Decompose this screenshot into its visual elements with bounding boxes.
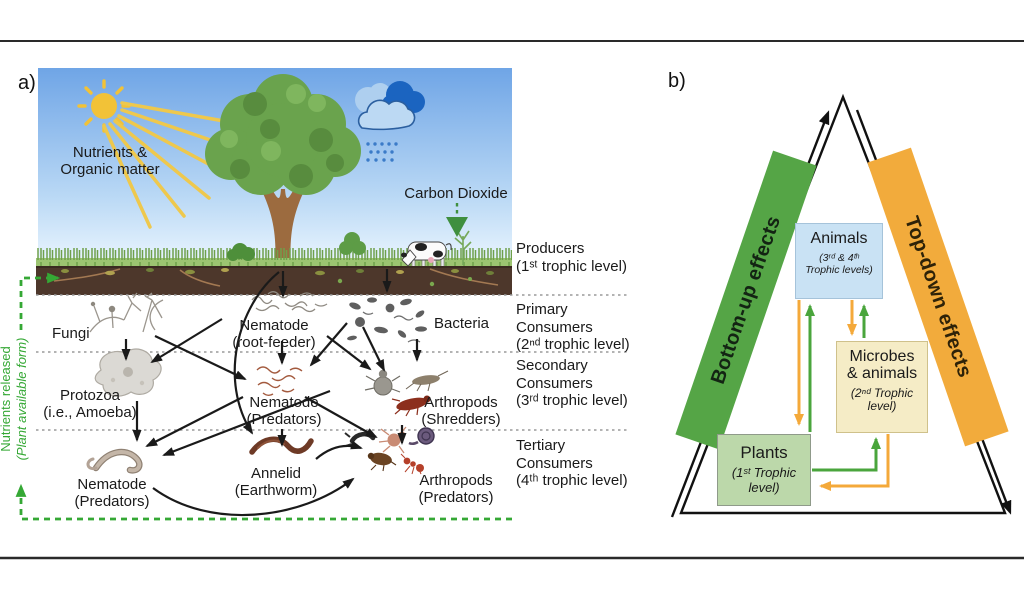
tree-icon <box>205 74 361 293</box>
plants-box-subtitle: (1ˢᵗ Trophic level) <box>731 464 797 495</box>
nutrients-released-line1: Nutrients released <box>0 346 13 452</box>
panel-a-label: a) <box>18 72 36 94</box>
shrub-icon <box>339 232 366 255</box>
arthropods-shredders-label: Arthropods (Shredders) <box>421 394 501 428</box>
pyramid-flow-arrows <box>794 300 890 491</box>
microbes-box: Microbes & animals (2ⁿᵈ Trophic level) <box>836 341 928 433</box>
springtail-icon <box>405 370 449 392</box>
nematode-predators-tertiary-icon <box>86 448 143 474</box>
carbon-dioxide-label: Carbon Dioxide <box>404 185 508 202</box>
snail-icon <box>408 427 435 446</box>
soil-strip <box>36 266 512 295</box>
fungi-icon <box>89 292 164 333</box>
grass-strip <box>36 230 512 268</box>
bush-icon <box>227 243 255 261</box>
trophic-level-3-label: Secondary Consumers (3ʳᵈ trophic level) <box>516 357 628 410</box>
plants-box: Plants (1ˢᵗ Trophic level) <box>717 434 811 506</box>
weed-icon <box>454 230 472 265</box>
nutrients-released-label: Nutrients released (Plant available form… <box>0 326 36 472</box>
animals-box: Animals (3ʳᵈ & 4ᵗʰ Trophic levels) <box>795 223 883 299</box>
plants-to-microbes-arrow <box>812 437 881 472</box>
nutrients-organic-matter-label: Nutrients & Organic matter <box>60 144 160 178</box>
trophic-level-4-label: Tertiary Consumers (4ᵗʰ trophic level) <box>516 437 628 490</box>
nematode-predators-tertiary-label: Nematode (Predators) <box>74 476 150 510</box>
ant-icon <box>400 453 424 475</box>
mite-icon <box>364 369 401 396</box>
microbes-to-plants-arrow <box>819 434 890 491</box>
trophic-level-2-label: Primary Consumers (2ⁿᵈ trophic level) <box>516 301 630 354</box>
shredder-beetle-icon <box>391 395 431 417</box>
animals-box-title: Animals <box>810 230 868 247</box>
arthropods-shredders-icon <box>364 369 449 417</box>
bacteria-label: Bacteria <box>434 315 490 332</box>
rain-icon <box>366 142 398 162</box>
animals-box-subtitle: (3ʳᵈ & 4ᵗʰ Trophic levels) <box>805 251 873 277</box>
annelid-earthworm-label: Annelid (Earthworm) <box>234 465 318 499</box>
nematode-predators-secondary-label: Nematode (Predators) <box>246 394 322 428</box>
plants-box-title: Plants <box>740 443 788 462</box>
protozoa-label: Protozoa (i.e., Amoeba) <box>43 387 137 421</box>
microbes-box-title: Microbes & animals <box>846 348 918 382</box>
ground-beetle-icon <box>367 452 397 472</box>
co2-arrow-icon <box>446 203 468 237</box>
trophic-level-1-label: Producers (1ˢᵗ trophic level) <box>516 240 627 275</box>
panel-b-label: b) <box>668 70 686 92</box>
clouds-icon <box>355 81 425 162</box>
pseudoscorpion-icon <box>344 431 376 447</box>
leaf-litter <box>61 268 494 287</box>
bacteria-icon <box>347 297 427 343</box>
arthropods-predators-label: Arthropods (Predators) <box>418 472 494 506</box>
microbes-box-subtitle: (2ⁿᵈ Trophic level) <box>850 385 914 414</box>
nematode-predators-secondary-icon <box>256 366 303 396</box>
arthropods-predators-icon <box>344 426 435 475</box>
trophic-separators <box>36 294 628 431</box>
fungi-label: Fungi <box>52 325 90 342</box>
cow-icon <box>401 241 452 271</box>
food-web-arrows <box>121 269 422 517</box>
nutrients-released-line2: (Plant available form) <box>14 337 30 461</box>
nematode-root-feeder-label: Nematode (root-feeder) <box>232 317 316 351</box>
